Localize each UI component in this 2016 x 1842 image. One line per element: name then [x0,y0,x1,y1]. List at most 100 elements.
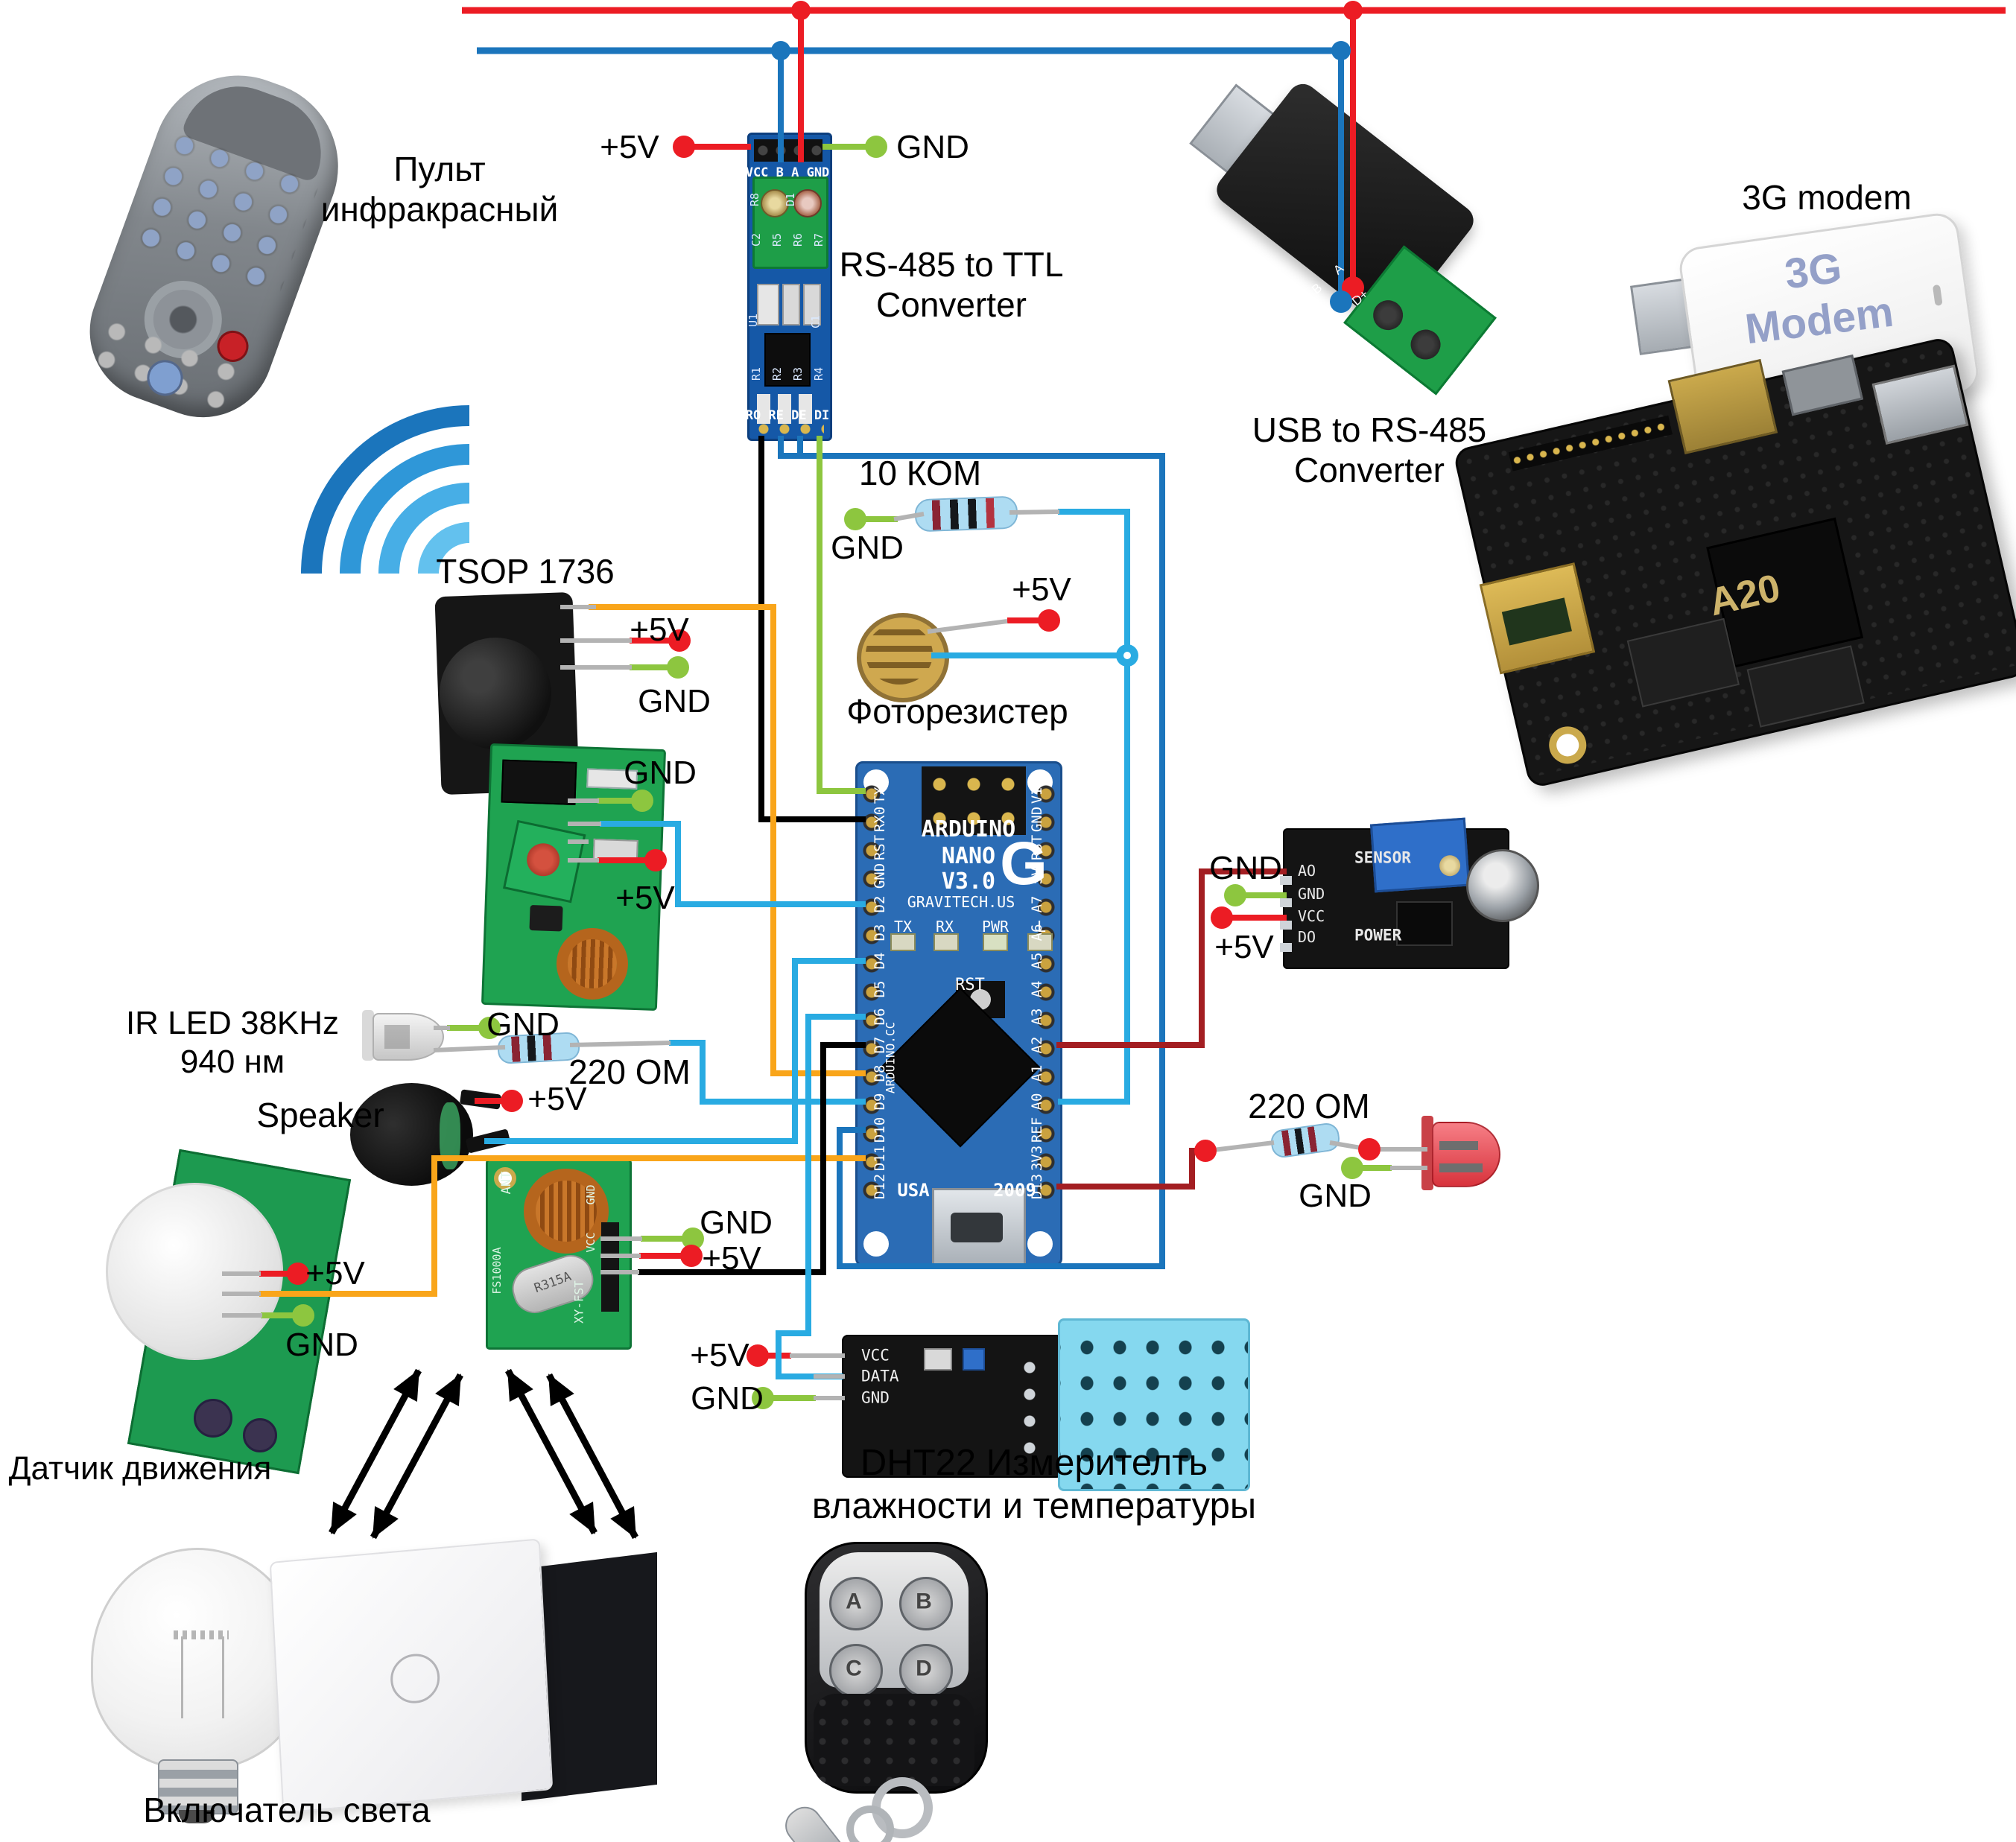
dot-red [791,1,811,20]
dot-green [844,508,866,530]
silk-tx-gnd: GND [584,1184,598,1205]
rs485-smd [757,284,779,325]
wifi-arc-0 [418,522,470,574]
label-switch: Включатель света [143,1791,431,1829]
speaker-to-d4 [484,958,866,1144]
silk-sensor: SENSOR [1354,848,1411,867]
label-220-right: 220 OM [1248,1087,1370,1125]
silk-r1: R1 [749,366,764,381]
key-fob [778,1533,1007,1842]
dot-red [673,136,695,158]
led-l [1027,933,1053,951]
silk-u1: U1 [747,313,761,328]
bulb-filament-coil [174,1630,229,1639]
dht-smd [924,1348,952,1371]
silk-nano: NANO [941,843,996,869]
mini-usb [932,1188,1026,1267]
pin-d5: D5 [871,980,888,998]
silk-r7: R7 [812,232,826,247]
photo-lead-top [927,619,1008,634]
pin-a3: A3 [1028,1008,1045,1026]
pin-vin: VIN [1028,778,1045,804]
rs485-bottom-pads [755,424,824,434]
dot-red [287,1263,309,1285]
label-tsop: TSOP 1736 [436,552,615,591]
silk-ao: AO [1298,862,1316,880]
terminal-screw [761,189,789,217]
stub-tx-gnd: GND [700,1204,773,1241]
label-ir-led: IR LED 38KHz 940 нм [125,1005,340,1080]
radio-link-arrows [329,1368,638,1540]
rs485-pin-header [754,139,822,162]
stub-tsop-gnd: GND [638,683,711,720]
dot-green [292,1304,314,1327]
stub-rf-5v: +5V [615,880,675,916]
silk-rs485-bottom: RO RE DE DI [745,408,830,423]
bulb-tip [179,1810,215,1823]
pin-rst-l: RST [871,834,888,861]
silk-gravitech: GRAVITECH.US [907,893,1015,911]
silk-rst: RST [955,976,985,994]
pir-out-to-d11 [259,1155,866,1297]
label-photoresistor: Фоторезистер [846,692,1068,731]
dot-red [644,849,667,871]
dot-green [631,790,653,812]
silk-tx-vcc: VCC [584,1232,598,1253]
irled-to-d9 [669,1040,866,1105]
modem-body-text: 3G Modem [1743,244,1896,354]
label-speaker: Speaker [256,1096,384,1134]
fob-btn-a: A [846,1589,862,1614]
pir-capacitor [194,1399,232,1438]
fob-button-c [829,1644,883,1698]
fob-btn-d: D [916,1656,932,1681]
light-bulb [83,1548,307,1825]
pin-a6: A6 [1028,924,1045,941]
pin-d2: D2 [871,895,888,913]
label-usb-conv-title: USB to RS-485 Converter [1252,410,1487,490]
fob-btn-b: B [916,1589,932,1614]
silk-c1: C1 [809,314,823,329]
stub-irled-gnd: GND [486,1006,560,1043]
usbterm-a: A [1331,261,1347,278]
junction-dots [287,1,1381,1409]
stub-pir-5v: +5V [305,1255,365,1292]
dht-sensor-body [1058,1318,1250,1491]
led-flange [1421,1116,1433,1190]
silk-r3: R3 [791,366,805,381]
mount-hole [1027,1231,1053,1257]
mount-hole [863,1231,889,1257]
label-pir: Датчик движения [8,1450,272,1487]
dot-green [478,1017,501,1039]
led-pwr [983,933,1008,951]
silk-r8: R8 [748,192,762,207]
fob-btn-c: C [846,1656,862,1681]
rs485-ttl-module [747,133,832,441]
pin-d3: D3 [871,924,888,941]
dot-green [1224,884,1246,906]
stub-rf-gnd: GND [624,755,697,791]
silk-do: DO [1298,928,1316,947]
tx-data-to-d7 [638,1042,866,1275]
dot-red [1038,609,1060,632]
rf-data-to-d2 [600,821,866,907]
sound-ao-to-a2 [1056,868,1287,1048]
silk-dht-vcc: VCC [861,1346,890,1365]
pin-gnd-l: GND [871,863,888,889]
silk-tx: TX [893,918,913,936]
fob-grip [814,1694,974,1786]
pin-a2: A2 [1028,1036,1045,1054]
stub-led-gnd: GND [1299,1178,1372,1214]
led-red [1421,1116,1503,1190]
r220r-lead-left [1206,1140,1275,1153]
irled-lead-bottom [433,1045,506,1052]
silk-usa: USA [897,1180,930,1201]
silk-r5: R5 [770,232,784,247]
microphone [1466,849,1539,922]
radio-arrow-1 [370,1373,463,1540]
label-rs485-title: RS-485 to TTL Converter [839,245,1064,325]
wifi-arc-1 [378,483,470,574]
silk-d1: D1 [784,192,798,207]
silk-g-logo: G [1000,830,1047,898]
